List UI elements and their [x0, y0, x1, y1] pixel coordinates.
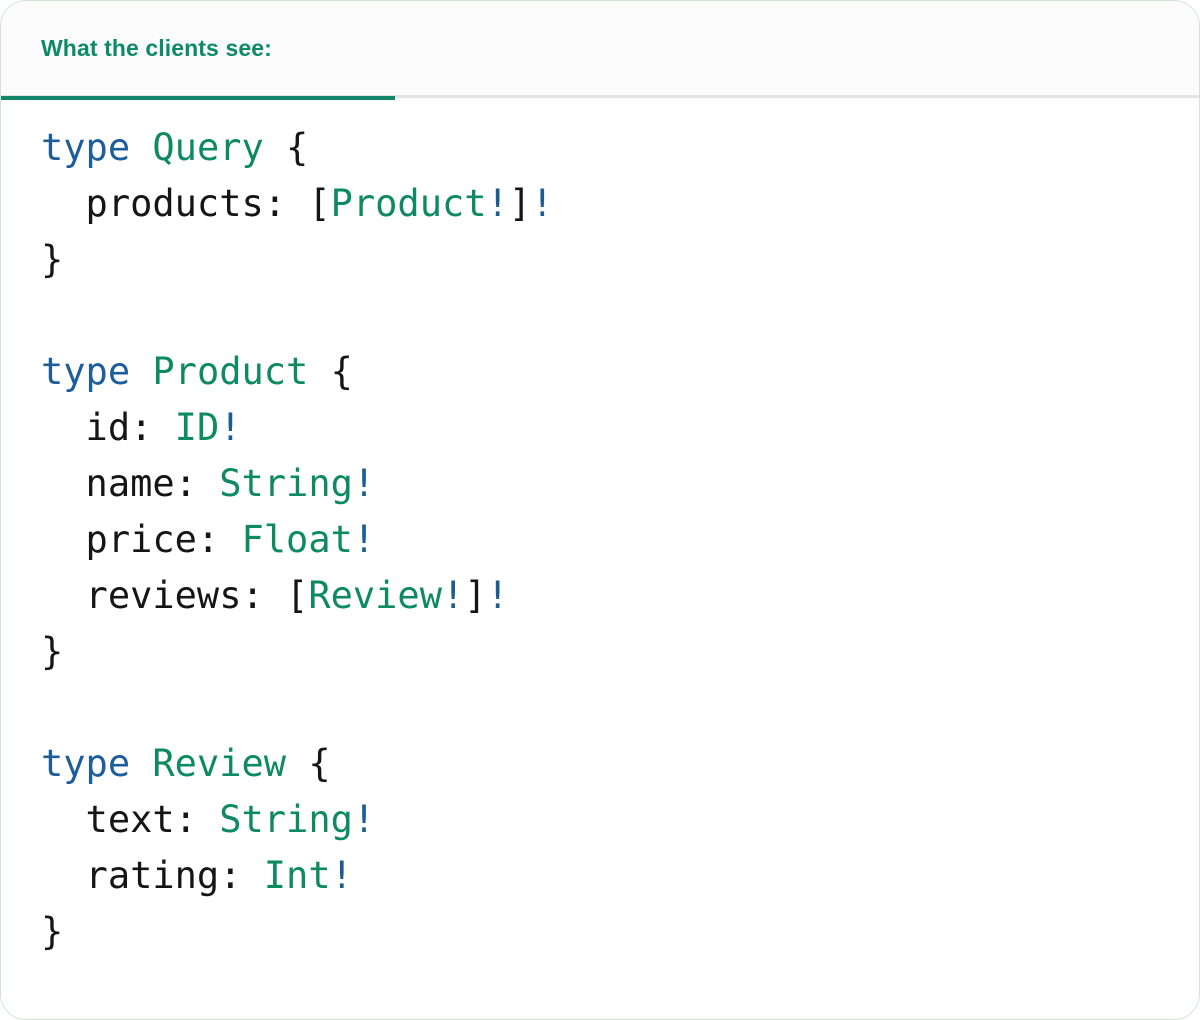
code-token-name: name — [41, 462, 175, 505]
code-token-type: Review — [308, 574, 442, 617]
code-line: text: String! — [41, 798, 376, 841]
code-token-pun: { — [286, 742, 331, 785]
code-token-type: String — [219, 798, 353, 841]
code-line: } — [41, 630, 63, 673]
code-token-pun: ] — [464, 574, 487, 617]
code-token-pun: : — [174, 462, 220, 505]
tab-bar: What the clients see: — [1, 1, 1199, 100]
code-root: type Query { products: [Product!]! } typ… — [41, 126, 553, 953]
code-token-pun: } — [41, 238, 64, 281]
code-token-bang: ! — [219, 406, 242, 449]
code-token-type: String — [219, 462, 353, 505]
code-token-pun: ] — [508, 182, 532, 225]
code-line: rating: Int! — [41, 854, 353, 897]
code-token-type: Int — [263, 854, 331, 897]
code-token-bang: ! — [486, 182, 509, 225]
code-token-kw: type — [41, 350, 131, 393]
code-token-kw: type — [41, 742, 131, 785]
code-token-bang: ! — [352, 518, 376, 561]
code-token-pun — [130, 126, 152, 169]
tab-what-the-clients-see[interactable]: What the clients see: — [1, 1, 395, 100]
code-token-pun: : — [196, 518, 242, 561]
code-token-bang: ! — [486, 574, 509, 617]
code-token-name: text — [41, 798, 175, 841]
code-line: } — [41, 910, 63, 953]
code-token-pun: } — [41, 910, 64, 953]
code-token-bang: ! — [441, 574, 465, 617]
code-line: products: [Product!]! — [41, 182, 554, 225]
code-line: type Product { — [41, 350, 353, 393]
tab-label: What the clients see: — [41, 34, 272, 61]
code-token-type: Product — [152, 350, 309, 393]
code-token-pun: : — [130, 406, 175, 449]
code-token-bang: ! — [330, 854, 353, 897]
code-token-bang: ! — [352, 462, 376, 505]
code-token-bang: ! — [531, 182, 554, 225]
code-token-pun: : — [174, 798, 220, 841]
code-token-pun: : [ — [263, 182, 331, 225]
code-token-name: rating — [41, 854, 220, 897]
code-token-pun: } — [41, 630, 64, 673]
code-token-pun: { — [263, 126, 309, 169]
code-token-type: Product — [330, 182, 487, 225]
code-token-pun: { — [308, 350, 353, 393]
code-token-type: ID — [174, 406, 220, 449]
code-token-kw: type — [41, 126, 131, 169]
code-line: } — [41, 238, 63, 281]
code-token-pun — [130, 742, 152, 785]
code-area: type Query { products: [Product!]! } typ… — [1, 98, 1199, 1018]
code-line: reviews: [Review!]! — [41, 574, 509, 617]
code-token-bang: ! — [352, 798, 376, 841]
code-token-type: Query — [152, 126, 264, 169]
code-token-pun: : — [219, 854, 264, 897]
code-token-name: price — [41, 518, 197, 561]
code-line: name: String! — [41, 462, 376, 505]
code-line: type Review { — [41, 742, 331, 785]
code-token-pun — [130, 350, 152, 393]
code-token-pun: : [ — [241, 574, 309, 617]
code-token-name: products — [41, 182, 264, 225]
code-line: id: ID! — [41, 406, 242, 449]
code-token-name: id — [41, 406, 131, 449]
code-token-name: reviews — [41, 574, 242, 617]
code-token-type: Float — [241, 518, 353, 561]
code-line: price: Float! — [41, 518, 376, 561]
code-line: type Query { — [41, 126, 308, 169]
code-token-type: Review — [152, 742, 287, 785]
graphql-schema-code: type Query { products: [Product!]! } typ… — [41, 120, 1199, 960]
